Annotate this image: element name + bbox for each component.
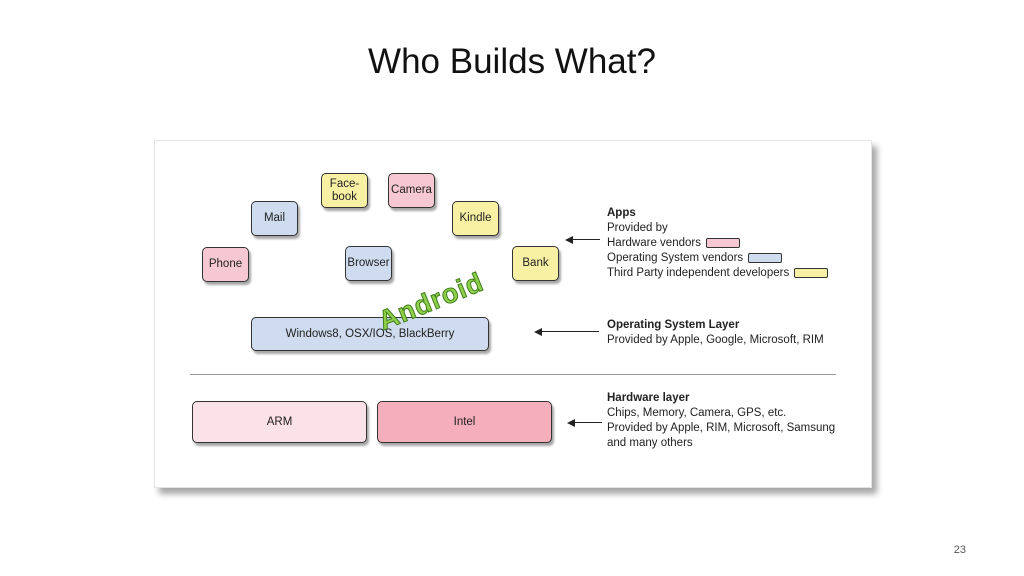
app-facebook: Face- book <box>321 173 368 208</box>
app-camera: Camera <box>388 173 435 208</box>
app-mail: Mail <box>251 201 298 236</box>
os-vendor-swatch <box>748 252 783 263</box>
apps-legend: Apps Provided by Hardware vendors Operat… <box>607 206 829 281</box>
os-provided-by: Provided by Apple, Google, Microsoft, RI… <box>607 334 824 346</box>
hardware-arm-box: ARM <box>192 401 367 443</box>
os-layer-box: Windows8, OSX/IOS, BlackBerry <box>251 317 489 351</box>
app-bank: Bank <box>512 246 559 281</box>
layer-divider <box>190 374 836 375</box>
hw-line1: Chips, Memory, Camera, GPS, etc. <box>607 407 787 419</box>
legend-hardware-vendors-label: Hardware vendors <box>607 237 701 249</box>
legend-third-party: Third Party independent developers <box>607 266 829 281</box>
os-heading: Operating System Layer <box>607 319 740 331</box>
third-party-swatch <box>794 267 829 278</box>
layer-diagram: Face- book Camera Mail Kindle Phone Brow… <box>154 140 872 488</box>
hardware-intel-box: Intel <box>377 401 552 443</box>
legend-hardware-vendors: Hardware vendors <box>607 236 828 251</box>
app-kindle: Kindle <box>452 201 499 236</box>
apps-heading: Apps <box>607 207 636 219</box>
apps-provided-by: Provided by <box>607 222 668 234</box>
legend-os-vendors: Operating System vendors <box>607 251 828 266</box>
slide-title: Who Builds What? <box>368 42 656 81</box>
hardware-arrow <box>567 418 602 427</box>
hardware-vendor-swatch <box>705 237 740 248</box>
os-layer-legend: Operating System Layer Provided by Apple… <box>607 318 824 348</box>
legend-third-party-label: Third Party independent developers <box>607 267 790 279</box>
app-phone: Phone <box>202 247 249 282</box>
os-layer-arrow <box>534 327 599 336</box>
hw-line2: Provided by Apple, RIM, Microsoft, Samsu… <box>607 422 836 434</box>
hardware-legend: Hardware layer Chips, Memory, Camera, GP… <box>607 391 835 451</box>
hw-heading: Hardware layer <box>607 392 690 404</box>
apps-arrow <box>565 235 600 244</box>
page-number: 23 <box>953 544 966 556</box>
app-browser: Browser <box>345 246 392 281</box>
hw-line3: and many others <box>607 437 693 449</box>
legend-os-vendors-label: Operating System vendors <box>607 252 744 264</box>
